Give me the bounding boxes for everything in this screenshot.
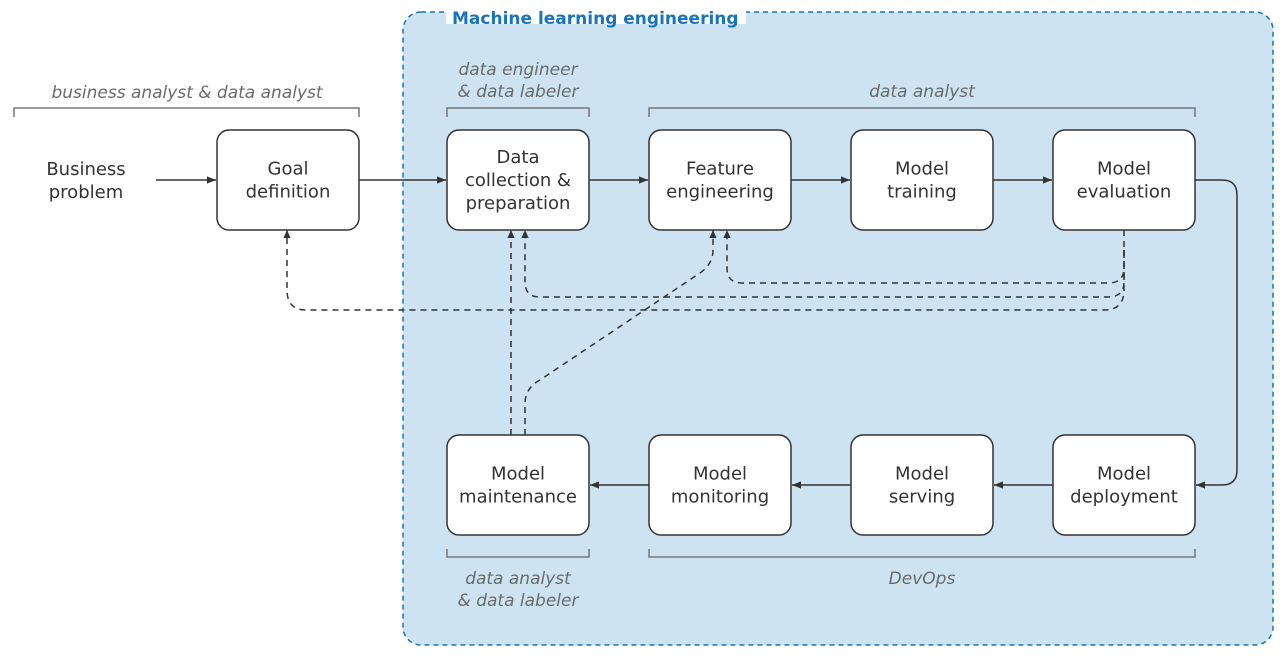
dashed-edges: [283, 230, 1125, 435]
node-box: [648, 129, 792, 231]
node-label-line: monitoring: [671, 487, 769, 508]
node-box: [850, 129, 994, 231]
node-label-line: Data: [497, 147, 540, 168]
edge-evaluation-to-goal: [283, 230, 1125, 311]
business-problem-label: Business problem: [46, 159, 125, 203]
node-box: [446, 434, 590, 536]
node-label-line: maintenance: [459, 487, 577, 508]
node-box: [1052, 129, 1196, 231]
role-labels: business analyst & data analyst data eng…: [51, 60, 976, 611]
node-label-line: engineering: [666, 182, 774, 203]
node-label-line: Model: [895, 159, 949, 180]
edge-evaluation-to-deployment: [1195, 179, 1238, 489]
node-label-line: Model: [1097, 159, 1151, 180]
business-problem-line2: problem: [49, 182, 123, 203]
node-label-line: training: [887, 182, 957, 203]
bracket-business-data-analyst: [13, 107, 360, 117]
role-label-business-data-analyst: business analyst & data analyst: [51, 83, 323, 103]
node-label-line: Model: [491, 464, 545, 485]
role-label-data-analyst-top: data analyst: [869, 82, 976, 102]
node-label-line: collection &: [465, 170, 571, 191]
solid-edges: [156, 176, 1238, 489]
edge-evaluation-to-data: [521, 230, 1125, 298]
container-title: Machine learning engineering: [452, 9, 739, 29]
node-box: [850, 434, 994, 536]
role-label-data-analyst-labeler-line1: data analyst: [465, 569, 572, 589]
bracket-data-engineer-labeler: [446, 107, 590, 117]
node-label-line: definition: [246, 182, 331, 203]
edge-maintenance-to-feature: [524, 230, 717, 435]
node-box: [648, 434, 792, 536]
node-label-line: serving: [889, 487, 955, 508]
role-label-data-analyst-labeler-line2: & data labeler: [458, 591, 580, 611]
node-label-line: Feature: [686, 159, 754, 180]
role-label-data-engineer-labeler-line2: & data labeler: [458, 82, 580, 102]
edge-evaluation-to-feature: [723, 230, 1125, 284]
role-label-devops: DevOps: [889, 569, 956, 589]
role-brackets: [13, 107, 1196, 558]
node-box: [216, 129, 360, 231]
node-label-line: preparation: [466, 193, 571, 214]
node-label-line: Model: [1097, 464, 1151, 485]
node-label-line: Model: [693, 464, 747, 485]
node-label-line: Goal: [268, 159, 309, 180]
bracket-devops: [648, 549, 1196, 558]
node-box: [1052, 434, 1196, 536]
bracket-data-analyst-top: [648, 107, 1196, 117]
business-problem-line1: Business: [46, 159, 125, 180]
node-box: [446, 129, 590, 231]
node-label-line: evaluation: [1077, 182, 1172, 203]
node-label-line: deployment: [1070, 487, 1178, 508]
role-label-data-engineer-labeler-line1: data engineer: [458, 60, 578, 80]
container-title-backdrop: [446, 2, 746, 24]
node-label-line: Model: [895, 464, 949, 485]
container-background: [402, 11, 1274, 646]
bracket-data-analyst-labeler: [446, 549, 590, 558]
